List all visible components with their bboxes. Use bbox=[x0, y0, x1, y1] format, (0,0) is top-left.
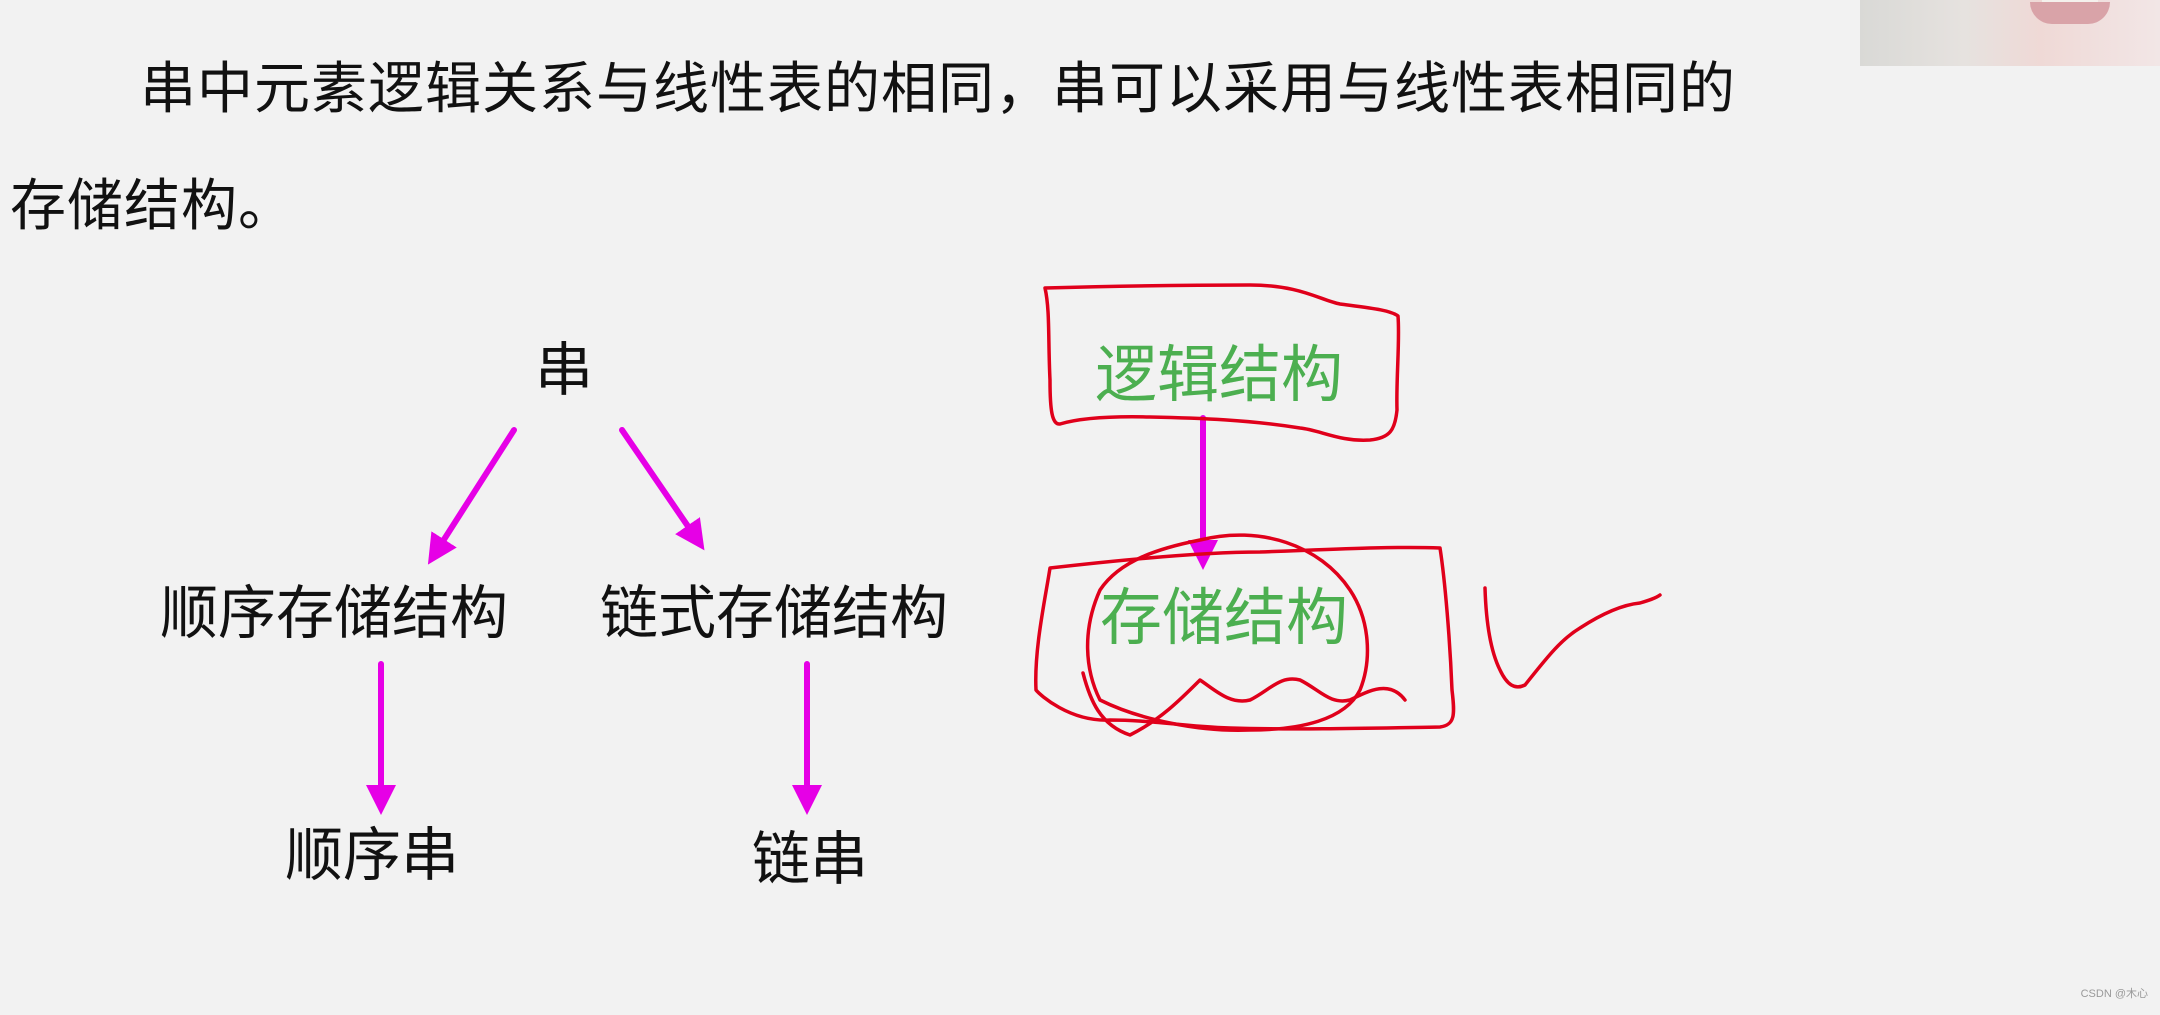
paragraph-line-2: 存储结构。 bbox=[10, 174, 295, 239]
logical-box-scribble-icon bbox=[1043, 283, 1401, 442]
watermark: CSDN @木心 bbox=[2080, 988, 2148, 1000]
handwritten-annotations bbox=[1034, 283, 1662, 737]
presenter-webcam-overlay bbox=[1860, 0, 2160, 66]
logical-structure-label: 逻辑结构 bbox=[1095, 338, 1344, 411]
tree-leaf-sequential-string: 顺序串 bbox=[285, 821, 460, 889]
storage-structure-label: 存储结构 bbox=[1100, 581, 1349, 654]
storage-box-scribble-icon bbox=[1034, 545, 1456, 731]
webcam-face-lip bbox=[2030, 2, 2110, 24]
storage-underline-scribble-icon bbox=[1081, 671, 1407, 737]
check-mark-icon bbox=[1483, 586, 1662, 689]
tree-leaf-linked-string: 链串 bbox=[752, 825, 869, 893]
tree-root-node: 串 bbox=[535, 336, 594, 404]
storage-circle-scribble-icon bbox=[1085, 533, 1370, 732]
tree-node-linked-storage: 链式存储结构 bbox=[600, 579, 949, 647]
arrow-root-to-linked-icon bbox=[619, 427, 705, 551]
paragraph-line-1: 串中元素逻辑关系与线性表的相同，串可以采用与线性表相同的 bbox=[140, 57, 1736, 122]
tree-arrows bbox=[366, 415, 1218, 815]
arrow-root-to-sequential-icon bbox=[427, 427, 517, 565]
tree-node-sequential-storage: 顺序存储结构 bbox=[160, 579, 509, 647]
